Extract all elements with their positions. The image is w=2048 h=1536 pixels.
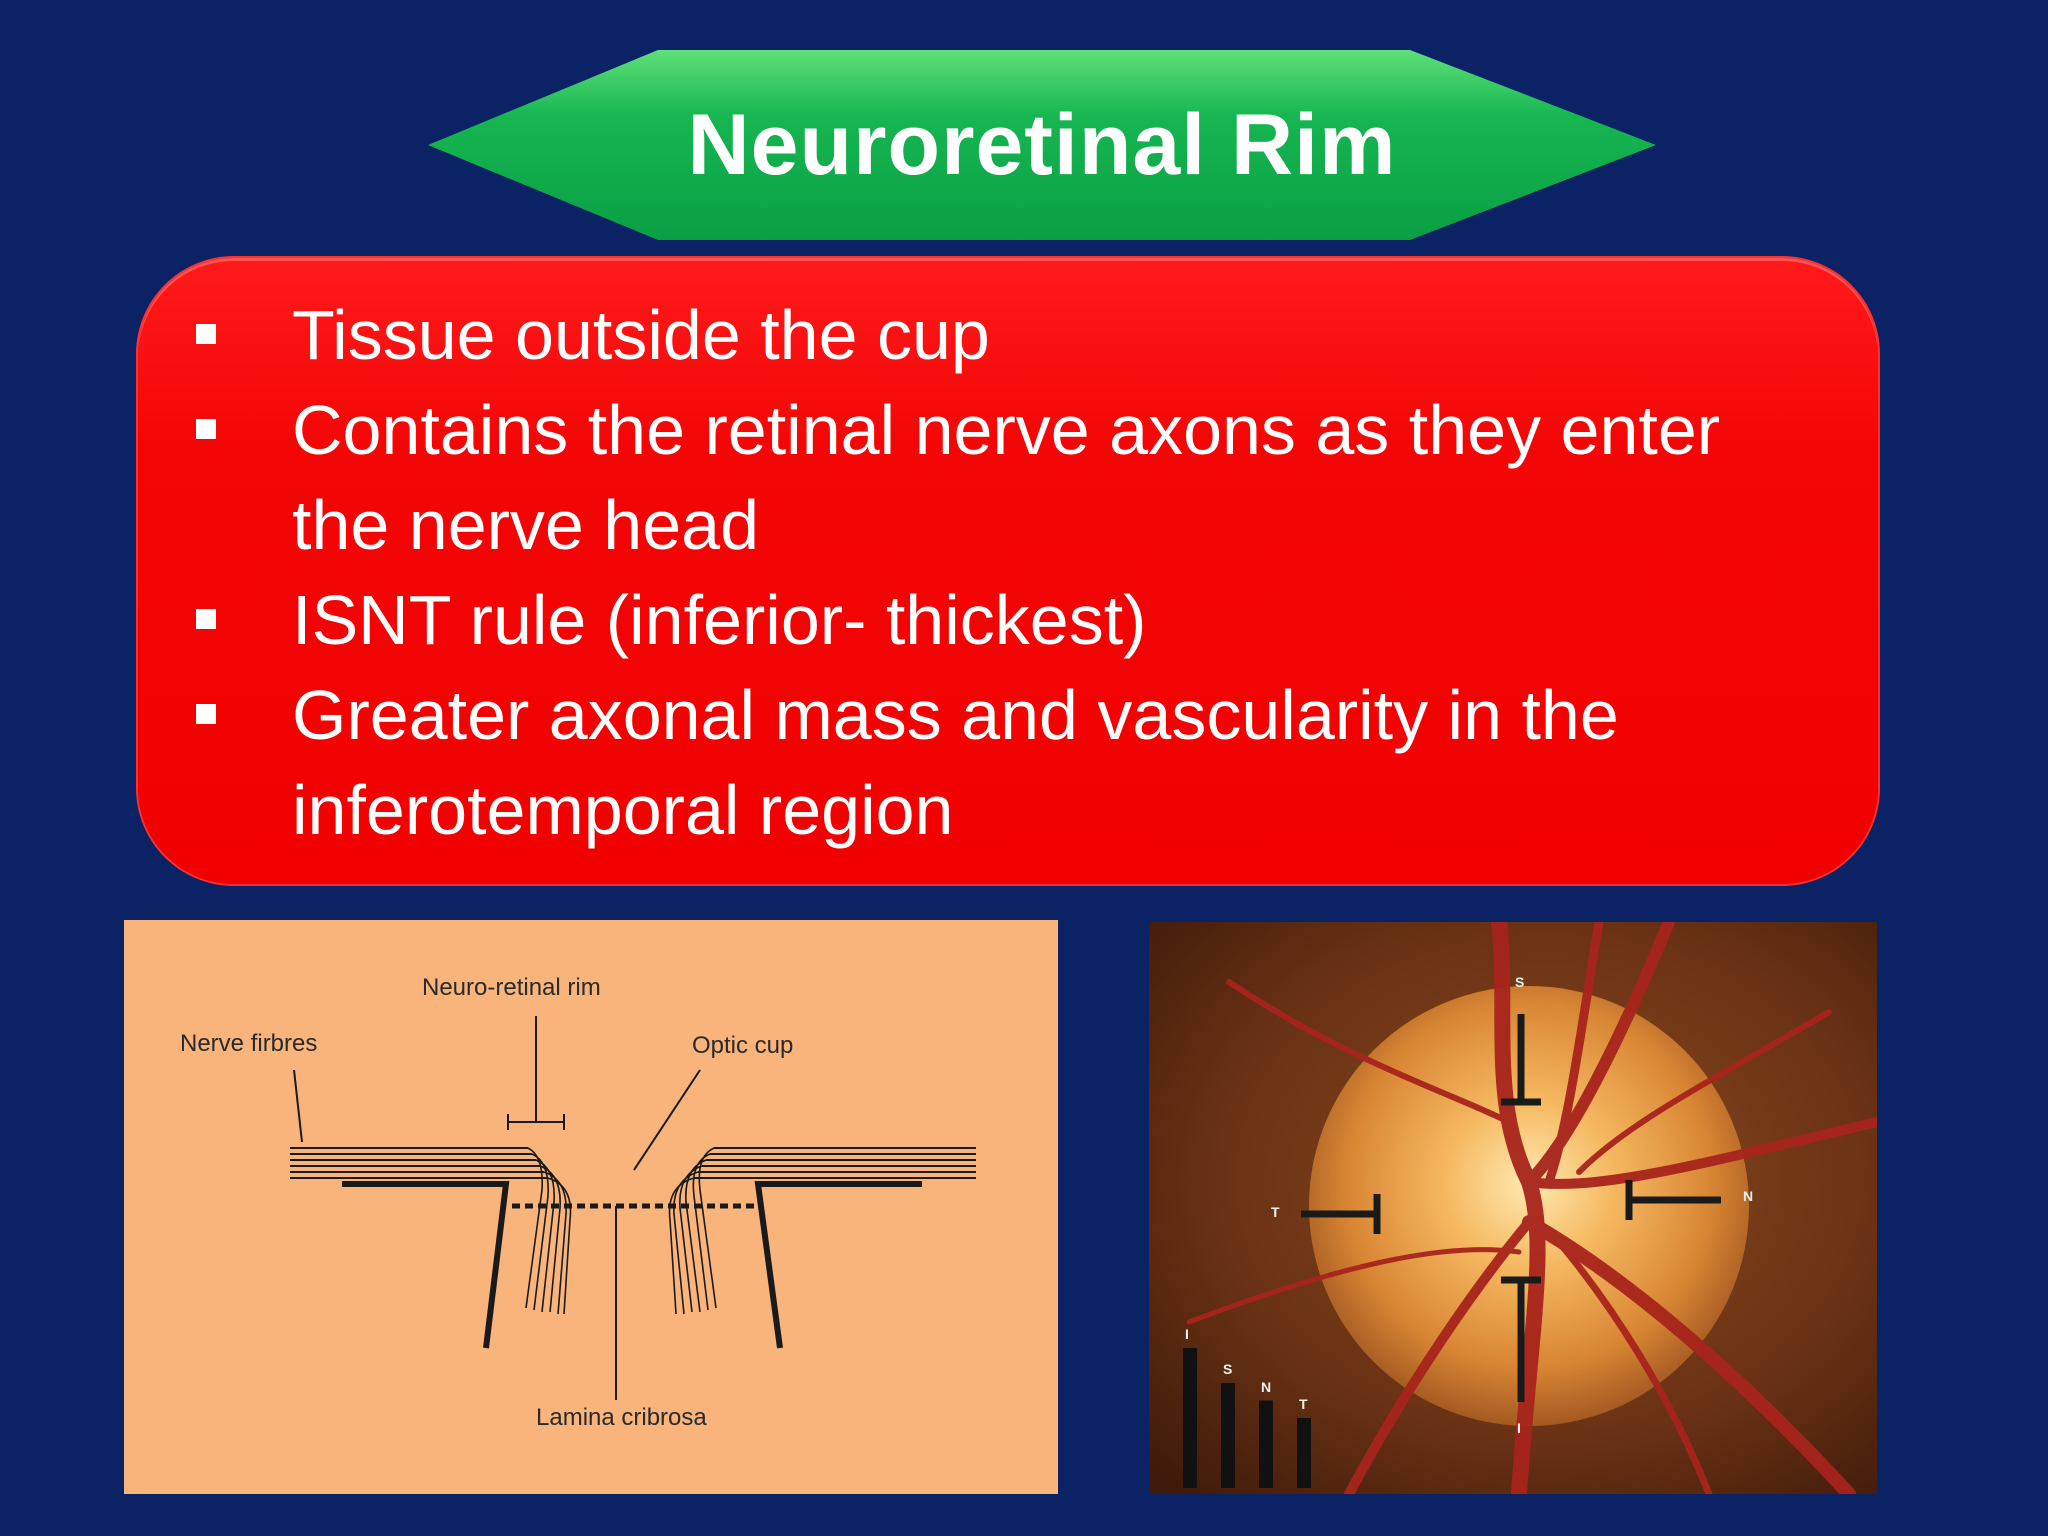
isnt-bar <box>1297 1418 1311 1488</box>
marker-superior: S <box>1515 974 1525 990</box>
bullet-text: Contains the retinal nerve axons as they… <box>292 391 1721 564</box>
marker-temporal: T <box>1271 1204 1280 1220</box>
label-lamina-cribrosa: Lamina cribrosa <box>536 1404 707 1431</box>
label-nerve-fibres: Nerve firbres <box>180 1030 318 1057</box>
bullet-text: ISNT rule (inferior- thickest) <box>292 581 1147 659</box>
bullet-text: Tissue outside the cup <box>292 296 990 374</box>
isnt-bar <box>1259 1400 1273 1488</box>
bullet-item: ISNT rule (inferior- thickest) <box>138 573 1878 668</box>
label-optic-cup: Optic cup <box>692 1032 794 1059</box>
isnt-bar-label: I <box>1185 1326 1189 1342</box>
optic-nerve-diagram: Neuro-retinal rim Nerve firbres Optic cu… <box>124 920 1058 1494</box>
hexagon-banner-shape <box>428 50 1656 240</box>
bullet-panel: Tissue outside the cup Contains the reti… <box>138 258 1878 884</box>
bullet-item: Tissue outside the cup <box>138 288 1878 383</box>
isnt-bar-label: N <box>1261 1378 1272 1395</box>
bullet-item: Contains the retinal nerve axons as they… <box>138 383 1878 573</box>
marker-nasal: N <box>1743 1188 1754 1204</box>
isnt-bars <box>1183 1348 1311 1488</box>
page-title: Neuroretinal Rim <box>687 96 1397 193</box>
bullet-list: Tissue outside the cup Contains the reti… <box>138 258 1878 858</box>
isnt-bar-label: T <box>1299 1396 1308 1412</box>
fundus-image <box>1149 922 1877 1494</box>
marker-inferior: I <box>1517 1420 1521 1436</box>
bullet-item: Greater axonal mass and vascularity in t… <box>138 668 1878 858</box>
title-banner: Neuroretinal Rim <box>428 50 1656 240</box>
isnt-bar <box>1221 1383 1235 1488</box>
square-bullet-icon <box>196 419 216 439</box>
fundus-photo: S T N I I S N T <box>1149 922 1877 1494</box>
bullet-text: Greater axonal mass and vascularity in t… <box>292 676 1619 849</box>
square-bullet-icon <box>196 704 216 724</box>
isnt-bar-label: S <box>1223 1361 1233 1377</box>
square-bullet-icon <box>196 324 216 344</box>
isnt-bar <box>1183 1348 1197 1488</box>
label-neuro-retinal-rim: Neuro-retinal rim <box>422 974 601 1001</box>
square-bullet-icon <box>196 609 216 629</box>
diagram-drawing <box>290 1016 976 1400</box>
